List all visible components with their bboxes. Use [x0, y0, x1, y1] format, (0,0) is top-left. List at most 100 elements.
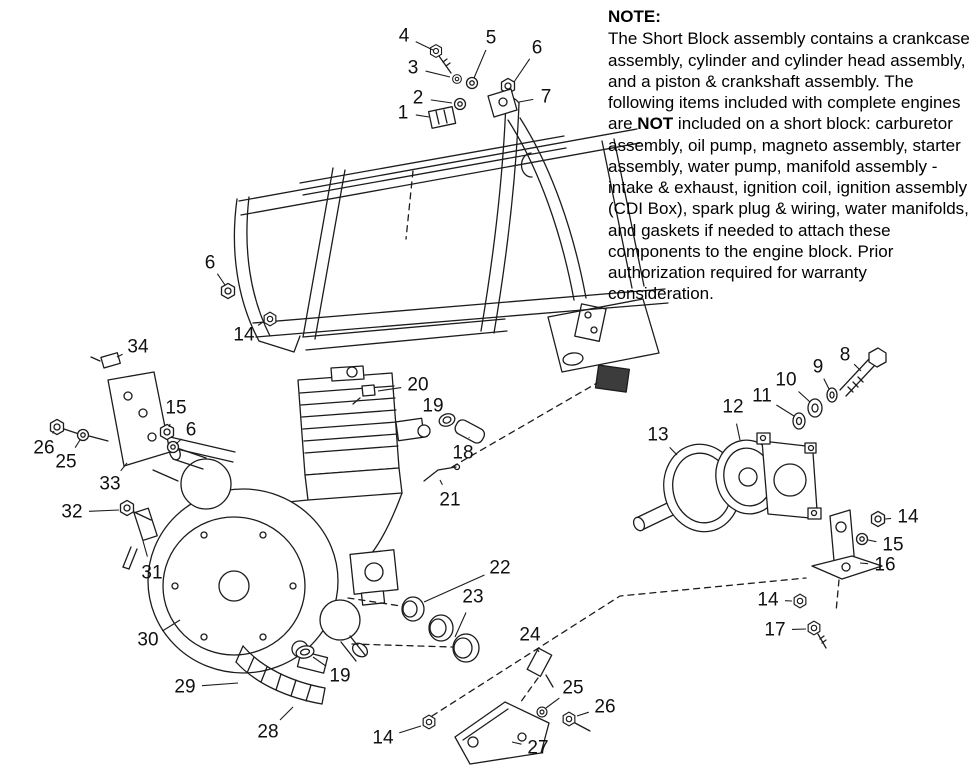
callout-leader-line	[162, 619, 181, 632]
callout-leader-line	[518, 98, 534, 103]
callout-leader-line	[88, 509, 120, 512]
callout-label-26: 26	[33, 438, 54, 459]
frame-wireframe	[233, 97, 669, 393]
callout-leader-line	[377, 386, 402, 392]
callout-leader-line	[415, 41, 434, 51]
callout-label-15: 15	[165, 398, 186, 419]
callout-label-8: 8	[840, 345, 851, 366]
callout-leader-line	[216, 273, 226, 286]
callout-leader-line	[439, 479, 443, 486]
callout-label-31: 31	[141, 563, 162, 584]
callout-label-18: 18	[452, 443, 473, 464]
callout-label-34: 34	[127, 337, 149, 358]
callout-label-28: 28	[257, 722, 278, 743]
note-text: The Short Block assembly contains a cran…	[608, 29, 970, 134]
callout-leader-line	[415, 114, 430, 118]
callout-label-11: 11	[752, 386, 772, 407]
callout-leader-line	[142, 540, 148, 557]
callout-label-7: 7	[541, 87, 552, 108]
callout-leader-line	[735, 423, 741, 441]
callout-leader-line	[473, 49, 487, 79]
callout-label-13: 13	[647, 425, 668, 446]
callout-label-14: 14	[757, 590, 779, 611]
callout-label-29: 29	[174, 677, 195, 698]
plug-caps	[347, 596, 480, 663]
callout-label-33: 33	[99, 474, 120, 495]
callout-leader-line	[423, 574, 485, 603]
callout-label-21: 21	[439, 490, 460, 511]
callout-leader-line	[120, 462, 128, 472]
callout-leader-line	[279, 706, 294, 721]
engine-block	[147, 365, 431, 674]
right-mount-bracket	[793, 509, 886, 649]
note-body: The Short Block assembly contains a cran…	[608, 28, 970, 304]
note-emphasis-text: NOT	[637, 114, 674, 134]
callout-label-2: 2	[413, 88, 424, 109]
callout-leader-line	[884, 517, 892, 520]
coolant-hose	[235, 645, 326, 705]
callout-leader-line	[511, 741, 522, 745]
callout-label-24: 24	[519, 625, 541, 646]
mid-parts	[423, 382, 598, 482]
callout-label-14: 14	[233, 325, 255, 346]
callout-leader-line	[867, 539, 877, 543]
callout-leader-line	[823, 378, 830, 390]
callout-leader-line	[257, 321, 264, 326]
callout-label-4: 4	[399, 26, 410, 47]
callout-leader-line	[74, 439, 81, 448]
callout-label-6: 6	[186, 420, 197, 441]
callout-label-15: 15	[882, 535, 903, 556]
callout-label-14: 14	[897, 507, 919, 528]
callout-leader-line	[201, 682, 239, 687]
callout-leader-line	[168, 423, 171, 428]
callout-label-19: 19	[329, 666, 350, 687]
callout-label-25: 25	[562, 678, 583, 699]
callout-leader-line	[513, 58, 531, 83]
callout-leader-line	[454, 612, 467, 638]
callout-leader-line	[312, 656, 327, 667]
callout-leader-line	[859, 562, 869, 565]
callout-label-14: 14	[372, 728, 394, 749]
callout-label-16: 16	[874, 555, 895, 576]
callout-label-25: 25	[55, 452, 76, 473]
callout-leader-line	[776, 404, 795, 417]
recoil-starter-assembly	[632, 347, 887, 533]
callout-label-30: 30	[137, 630, 158, 651]
callout-label-32: 32	[61, 502, 82, 523]
callout-label-3: 3	[408, 58, 419, 79]
callout-label-19: 19	[422, 396, 443, 417]
callout-label-20: 20	[407, 375, 428, 396]
callout-leader-line	[853, 363, 862, 372]
callout-label-17: 17	[764, 620, 785, 641]
callout-label-6: 6	[205, 253, 216, 274]
callout-label-9: 9	[813, 357, 824, 378]
note-heading: NOTE:	[608, 7, 661, 26]
callout-leader-line	[576, 711, 589, 717]
callout-leader-line	[669, 446, 678, 456]
callout-label-23: 23	[462, 587, 483, 608]
callout-leader-line	[52, 430, 55, 434]
note-block: NOTE: The Short Block assembly contains …	[608, 6, 970, 305]
callout-label-10: 10	[775, 370, 796, 391]
callout-label-1: 1	[398, 103, 409, 124]
callout-leader-line	[430, 99, 453, 104]
callout-leader-line	[116, 353, 123, 358]
note-text: included on a short block: carburetor as…	[608, 114, 969, 304]
top-fasteners	[220, 43, 518, 327]
sensor-switch	[519, 647, 554, 704]
callout-leader-line	[399, 725, 422, 734]
callout-leader-line	[175, 438, 182, 445]
callout-leader-line	[425, 70, 451, 78]
callout-label-22: 22	[489, 558, 510, 579]
callout-label-27: 27	[527, 738, 548, 759]
left-mount-parts	[49, 352, 180, 570]
callout-leader-line	[537, 649, 540, 653]
callout-label-6: 6	[532, 38, 543, 59]
callout-leader-line	[798, 391, 811, 403]
bottom-bracket	[422, 577, 807, 765]
callout-leader-line	[545, 697, 560, 709]
callout-label-12: 12	[722, 397, 743, 418]
